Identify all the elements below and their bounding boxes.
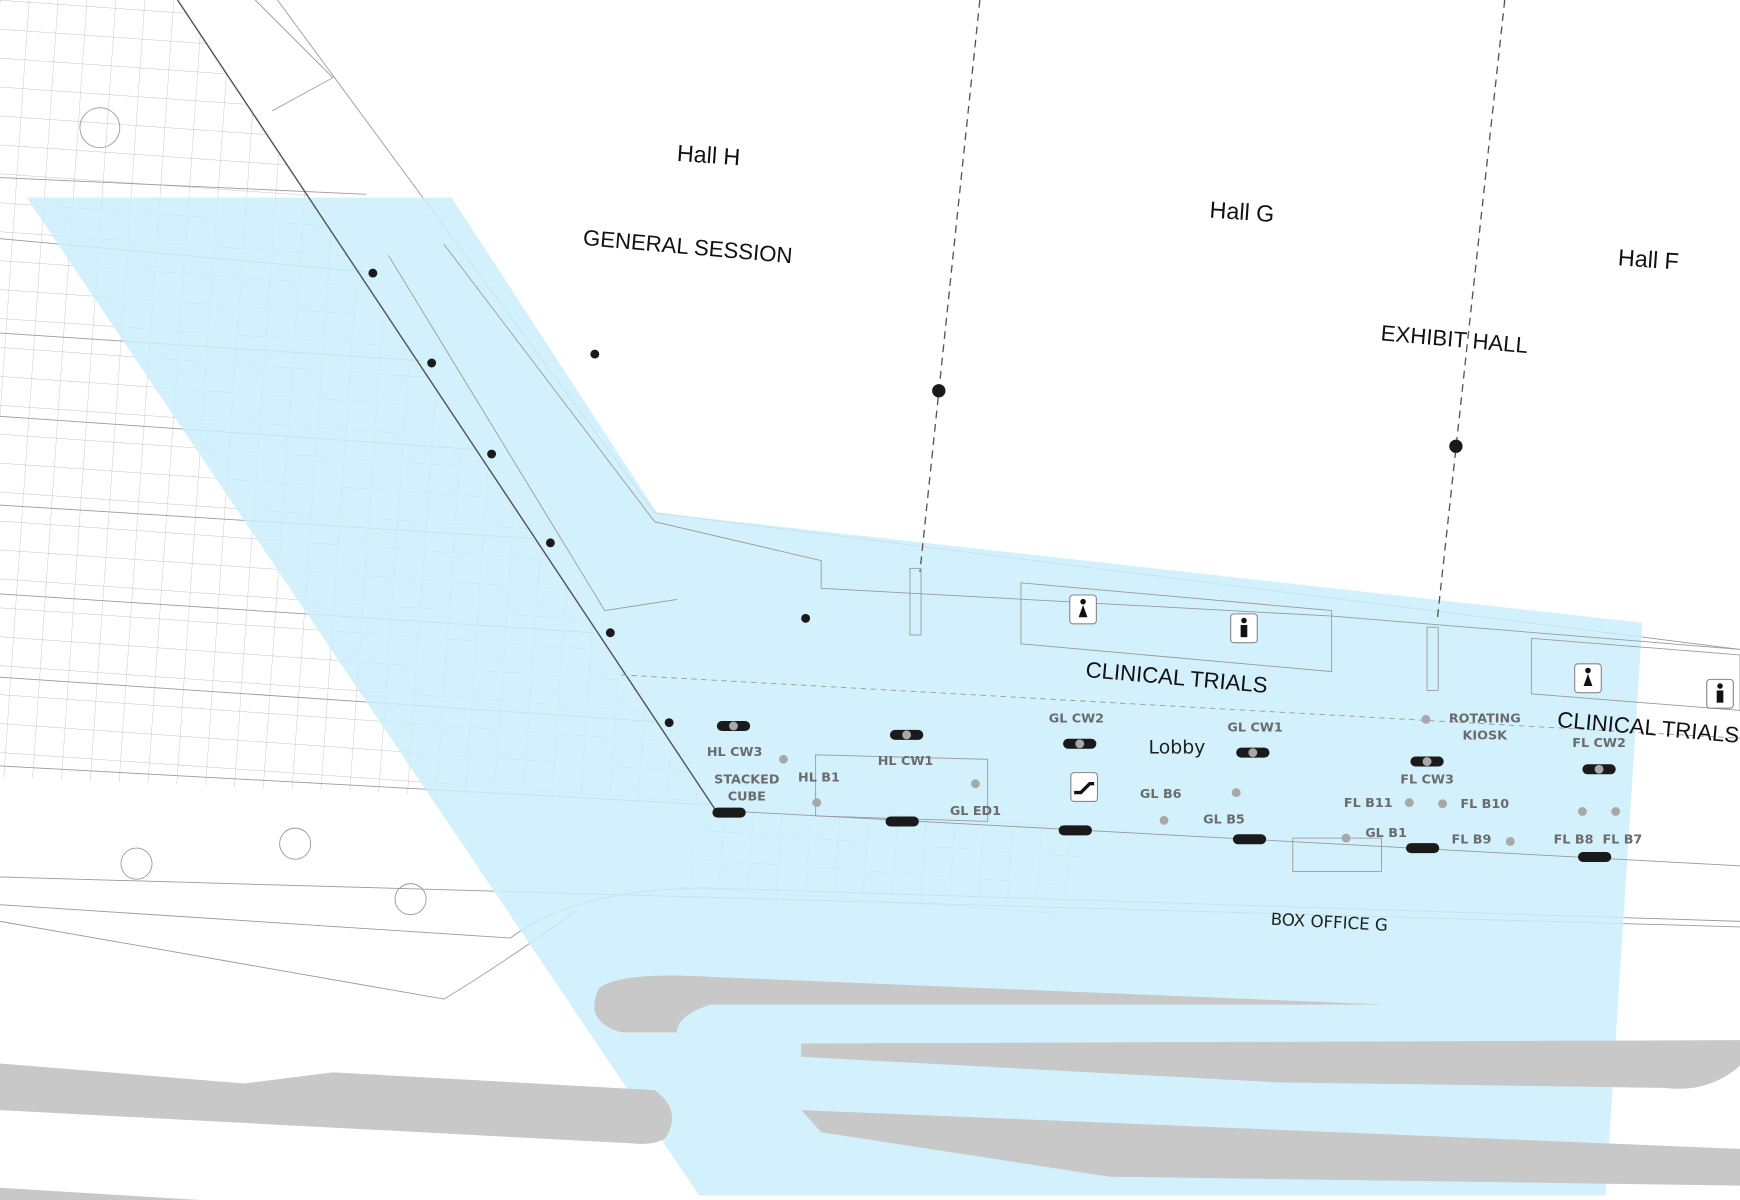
booth-fl-b11[interactable]: FL B11 <box>1344 796 1393 811</box>
roads <box>0 975 1740 1200</box>
restroom-men-icon <box>1706 678 1734 709</box>
escalator-icon <box>1070 772 1099 803</box>
booth-dot[interactable] <box>812 798 822 808</box>
wall-marker-dot <box>368 268 378 278</box>
wall-marker-dot <box>801 613 811 623</box>
booth-gl-b1[interactable]: GL B1 <box>1365 826 1407 841</box>
kiosk-marker[interactable] <box>1582 764 1616 775</box>
booth-dot[interactable] <box>1231 788 1241 798</box>
general-session-label: GENERAL SESSION <box>582 225 793 268</box>
kiosk-marker[interactable] <box>712 807 746 818</box>
booth-fl-b9[interactable]: FL B9 <box>1452 833 1492 848</box>
booth-fl-b7[interactable]: FL B7 <box>1602 833 1642 848</box>
hall-dividers <box>919 0 1506 622</box>
lobby-label: Lobby <box>1149 737 1206 759</box>
wall-marker-dot <box>427 358 437 368</box>
hall-f-label: Hall F <box>1617 244 1679 274</box>
booth-dot[interactable] <box>1341 833 1351 843</box>
booth-fl-cw2[interactable]: FL CW2 <box>1572 736 1626 751</box>
kiosk-marker[interactable] <box>1232 834 1267 845</box>
booth-hl-cw3[interactable]: HL CW3 <box>707 745 763 760</box>
wall-marker-dot <box>545 538 555 548</box>
kiosk-marker[interactable] <box>1410 756 1444 767</box>
wall-marker-dot <box>590 349 600 359</box>
kiosk-marker[interactable] <box>889 729 924 740</box>
booth-rotating-kiosk[interactable]: ROTATING <box>1449 712 1521 727</box>
exhibit-hall-label: EXHIBIT HALL <box>1380 320 1529 358</box>
booth-dot[interactable] <box>1159 815 1169 825</box>
booth-gl-cw1[interactable]: GL CW1 <box>1227 721 1282 736</box>
booth-rotating-kiosk-line2[interactable]: KIOSK <box>1463 728 1509 743</box>
wall-marker-dot <box>932 384 946 398</box>
hall-g-label: Hall G <box>1209 197 1275 227</box>
wall-marker-dot <box>487 449 497 459</box>
restroom-men-icon <box>1230 613 1258 644</box>
wall-marker-dot <box>664 718 674 728</box>
kiosk-marker[interactable] <box>1577 851 1612 862</box>
booth-gl-cw2[interactable]: GL CW2 <box>1049 712 1104 727</box>
booth-stacked-cube-line2[interactable]: CUBE <box>728 789 766 804</box>
kiosk-marker[interactable] <box>885 816 919 827</box>
booth-dot[interactable] <box>1404 798 1414 808</box>
booth-stacked-cube[interactable]: STACKED <box>714 773 779 788</box>
booth-fl-cw3[interactable]: FL CW3 <box>1400 773 1454 788</box>
kiosk-marker[interactable] <box>1405 843 1440 854</box>
booth-dot[interactable] <box>1421 714 1431 724</box>
wall-markers <box>368 268 1463 728</box>
booth-dot[interactable] <box>1611 807 1621 816</box>
booth-gl-b5[interactable]: GL B5 <box>1203 813 1245 828</box>
building-walls <box>176 0 1740 872</box>
kiosk-markers <box>712 720 1616 862</box>
booth-gl-b6[interactable]: GL B6 <box>1140 787 1182 802</box>
booth-labels[interactable]: HL CW3 STACKED CUBE HL B1 HL CW1 GL ED1 … <box>707 712 1642 848</box>
restroom-women-icon <box>1574 663 1602 694</box>
booth-dots <box>779 714 1621 846</box>
kiosk-marker[interactable] <box>1063 738 1097 749</box>
booth-dot[interactable] <box>1577 807 1587 816</box>
booth-dot[interactable] <box>970 779 980 789</box>
booth-dot[interactable] <box>779 754 788 764</box>
wall-marker-dot <box>605 628 615 638</box>
kiosk-marker[interactable] <box>1058 825 1092 836</box>
booth-hl-b1[interactable]: HL B1 <box>798 770 840 785</box>
hall-h-label: Hall H <box>676 140 741 170</box>
kiosk-marker[interactable] <box>1236 747 1270 758</box>
booth-hl-cw1[interactable]: HL CW1 <box>878 754 934 769</box>
booth-gl-ed1[interactable]: GL ED1 <box>950 804 1001 819</box>
wall-marker-dot <box>1449 439 1463 453</box>
booth-fl-b8[interactable]: FL B8 <box>1554 833 1594 848</box>
booth-dot[interactable] <box>1438 799 1448 809</box>
restroom-women-icon <box>1069 594 1097 625</box>
highlighted-zone <box>26 197 1643 1196</box>
booth-fl-b10[interactable]: FL B10 <box>1460 797 1509 812</box>
booth-dot[interactable] <box>1505 837 1515 846</box>
kiosk-marker[interactable] <box>716 720 751 731</box>
